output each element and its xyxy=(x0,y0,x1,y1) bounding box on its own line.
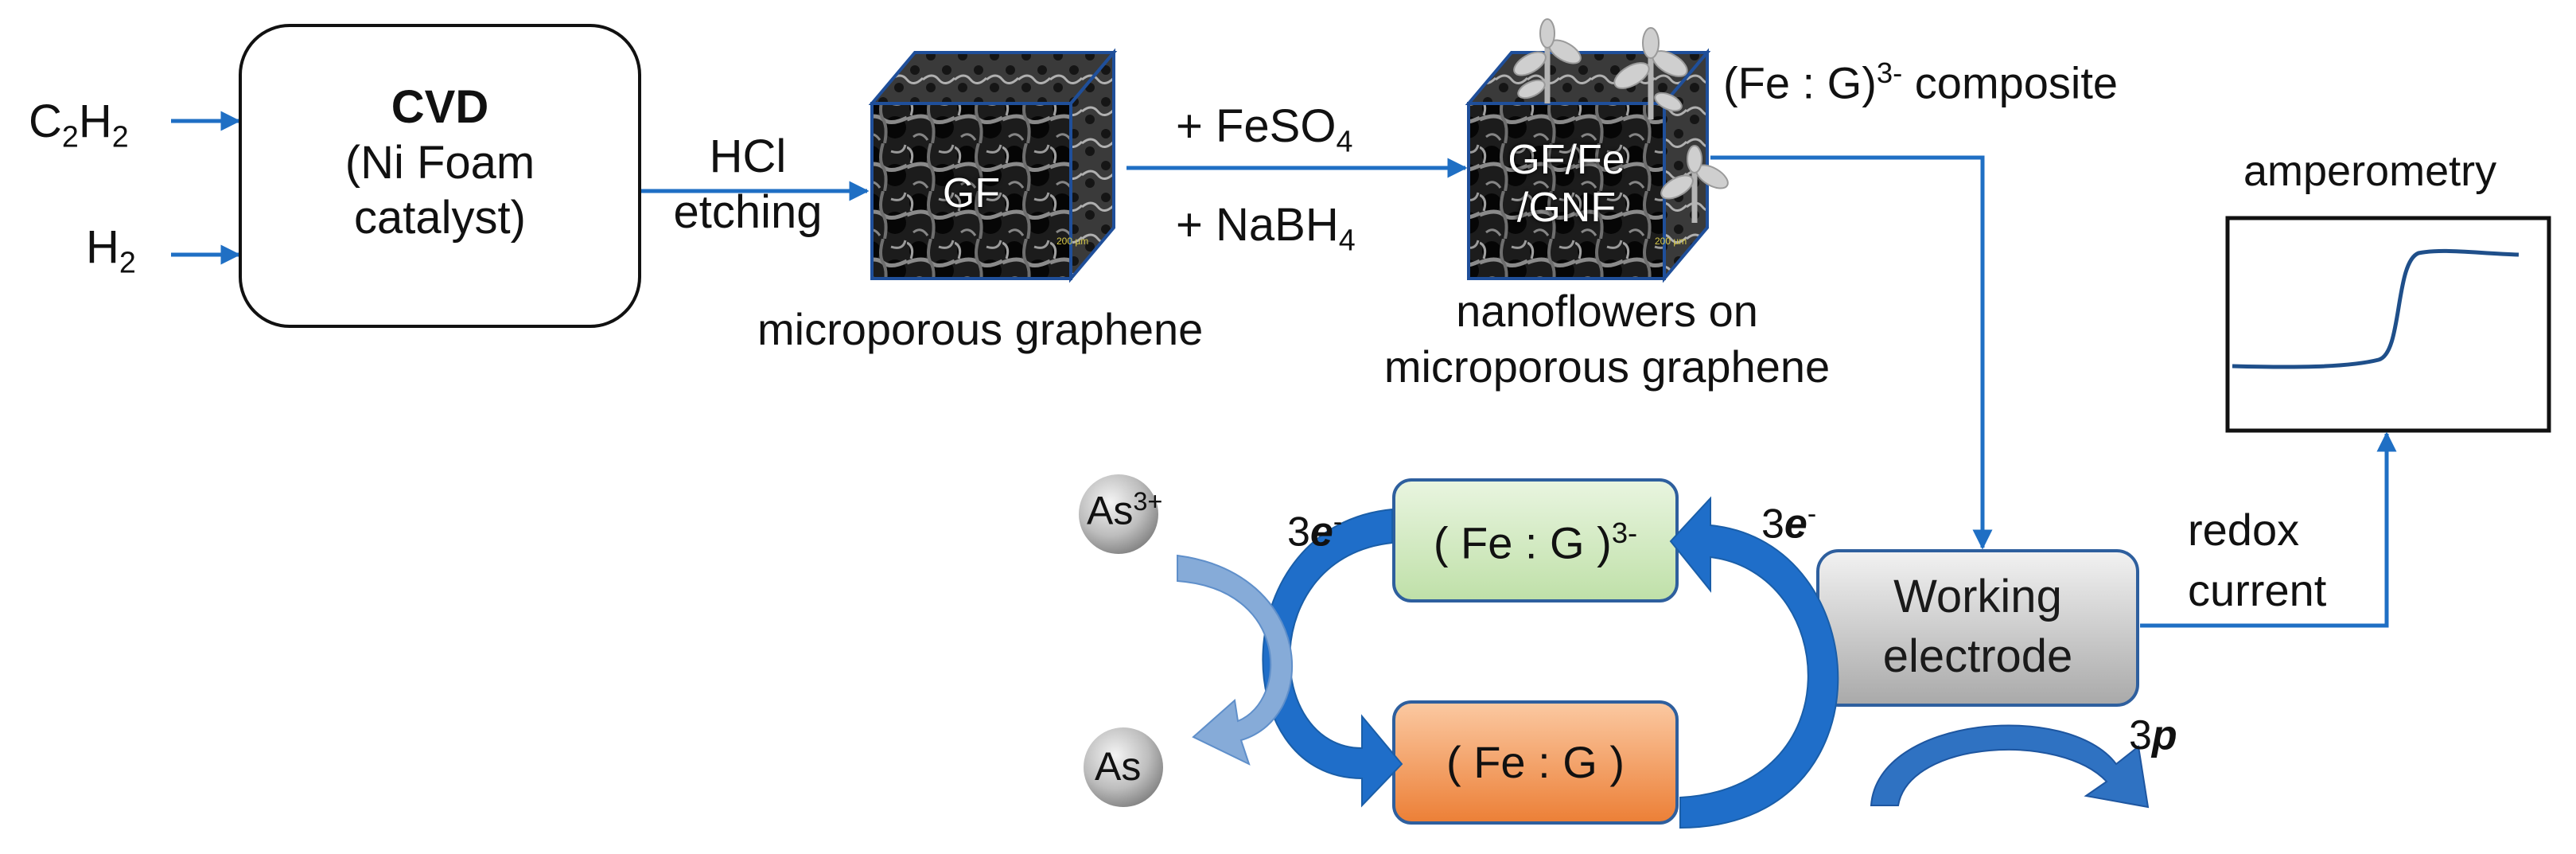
gf-cube xyxy=(868,48,1118,283)
as3-label: As3+ xyxy=(1087,487,1163,533)
protons-label: 3p xyxy=(2129,712,2177,758)
composite-label: (Fe : G)3- composite xyxy=(1723,57,2119,108)
electrons-right-label: 3e- xyxy=(1761,499,1817,548)
electrons-left-label: 3e- xyxy=(1287,507,1343,556)
composite-arrow xyxy=(1710,155,1993,550)
gnf-label: GF/Fe /GNF xyxy=(1508,137,1625,231)
cvd-box xyxy=(239,24,641,328)
hcl-label: HCl xyxy=(709,131,787,182)
amperometry-curve xyxy=(2232,248,2520,369)
left-cycle-arrow xyxy=(1262,508,1403,808)
reduced-complex-label: ( Fe : G )3- xyxy=(1433,517,1638,568)
cvd-line2: catalyst) xyxy=(354,192,526,244)
cvd-title: CVD xyxy=(391,81,489,133)
cvd-box-text: CVD (Ni Foam catalyst) xyxy=(240,80,640,246)
redox-arrow xyxy=(2140,431,2397,628)
proton-arrow xyxy=(1870,724,2150,809)
h2-label: H2 xyxy=(86,221,136,279)
amperometry-title: amperometry xyxy=(2243,147,2497,195)
right-cycle-arrow xyxy=(1669,496,1839,829)
as0-label: As xyxy=(1095,744,1142,789)
arsenic-arrow xyxy=(1177,554,1294,766)
nabh4-label: + NaBH4 xyxy=(1176,199,1356,257)
gf-scale: 200 µm xyxy=(1056,236,1089,247)
gf-label: GF xyxy=(942,170,1001,216)
as0-ball xyxy=(1084,727,1163,807)
working-electrode-label: Working electrode xyxy=(1882,571,2073,683)
oxidized-complex-label: ( Fe : G ) xyxy=(1446,737,1625,787)
as3-ball xyxy=(1079,474,1158,554)
nanoflower-icon xyxy=(1513,18,1729,223)
c2h2-label: C2H2 xyxy=(29,96,129,154)
gf-caption: microporous graphene xyxy=(757,304,1204,354)
amperometry-plot xyxy=(2225,216,2551,433)
hcl-etching-label: HCl etching xyxy=(652,129,843,240)
gnf-caption: nanoflowers on microporous graphene xyxy=(1383,286,1831,392)
gnf-scale: 200 µm xyxy=(1655,236,1687,247)
feso4-label: + FeSO4 xyxy=(1176,100,1353,158)
redox-current-label: redox current xyxy=(2188,505,2327,615)
etching-label: etching xyxy=(673,185,823,238)
cvd-line1: (Ni Foam xyxy=(344,136,535,189)
